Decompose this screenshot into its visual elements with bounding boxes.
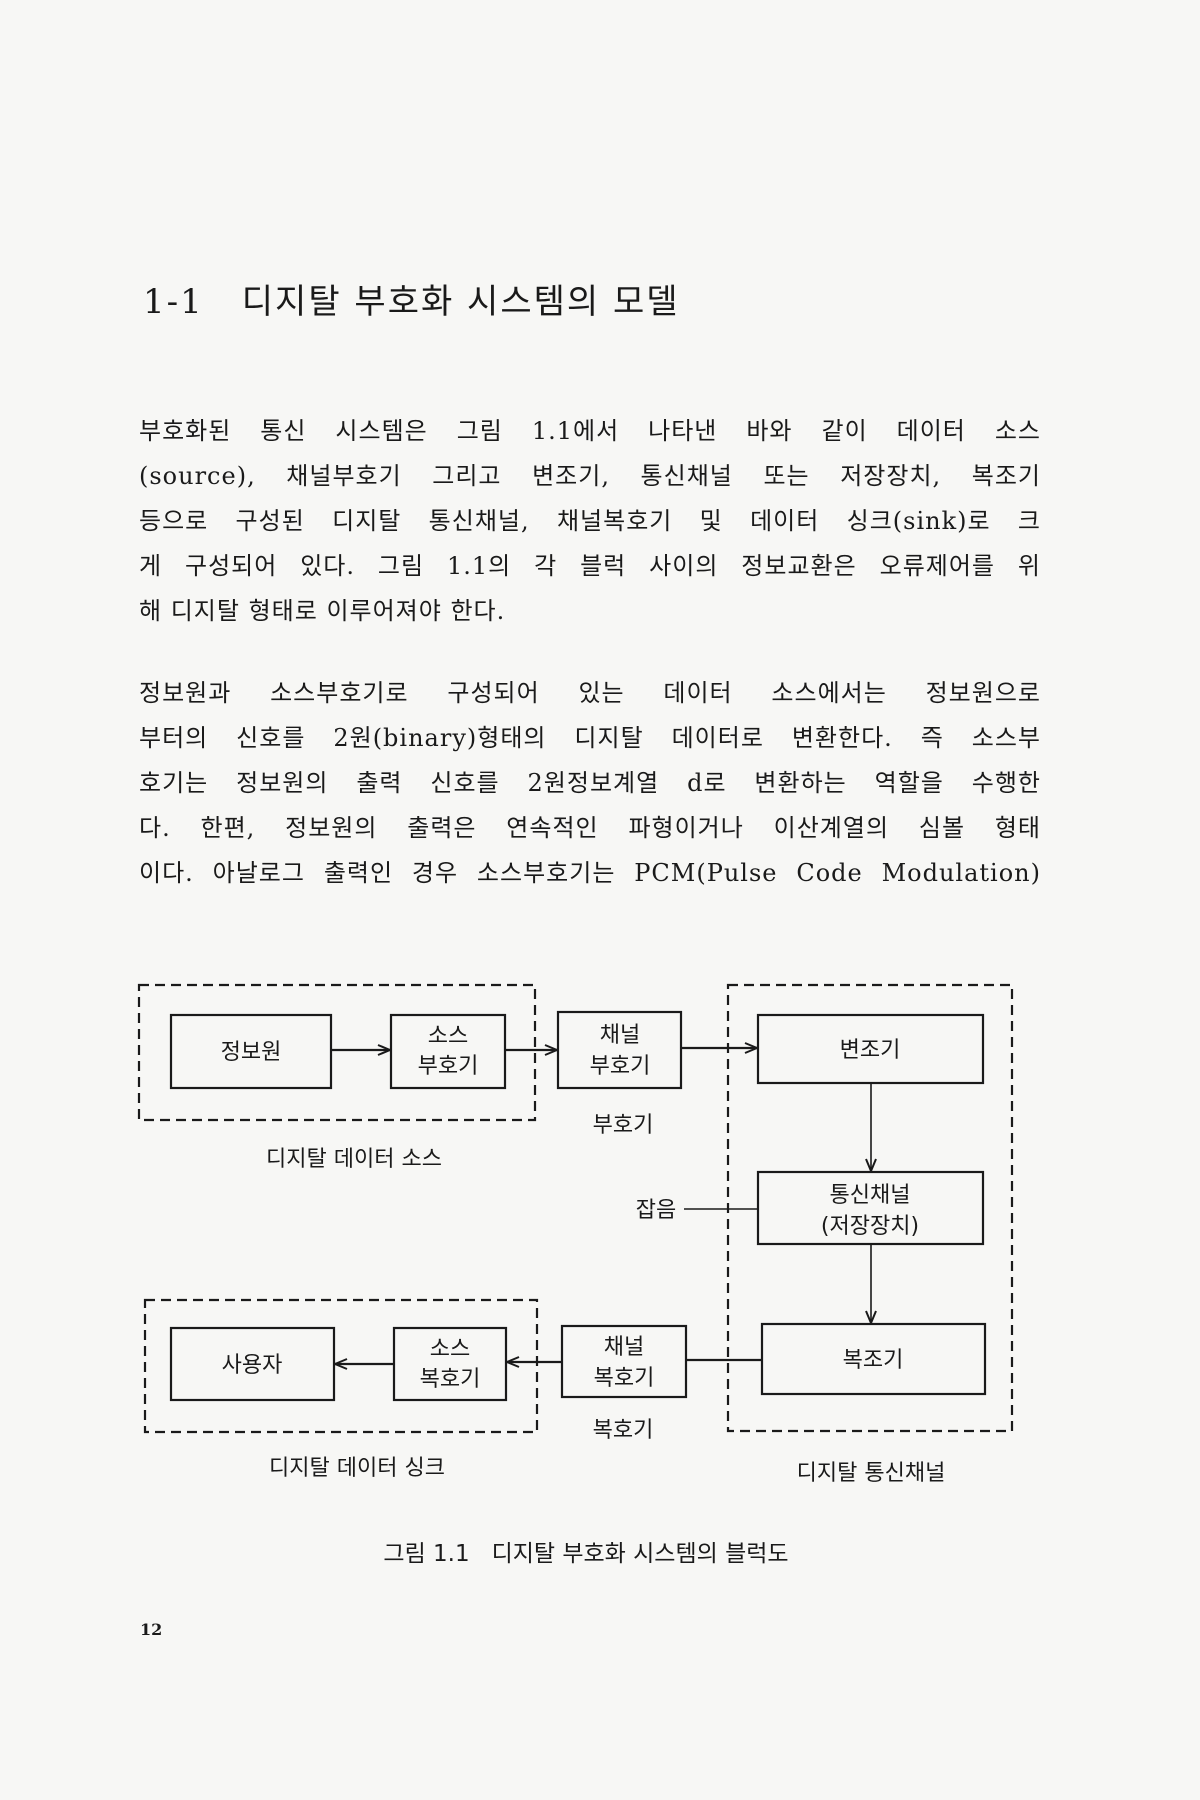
paragraph-2: 정보원과 소스부호기로 구성되어 있는 데이터 소스에서는 정보원으로 부터의 … <box>139 671 1041 896</box>
figure-caption: 그림 1.1 디지탈 부호화 시스템의 블럭도 <box>383 1541 788 1567</box>
digital-channel-caption: 디지탈 통신채널 <box>797 1461 946 1486</box>
source-encoder-label-1: 소스 <box>428 1024 468 1049</box>
data-sink-caption: 디지탈 데이터 싱크 <box>269 1456 445 1481</box>
text-line: 게 구성되어 있다. 그림 1.1의 각 블럭 사이의 정보교환은 오류제어를 … <box>139 552 1041 580</box>
source-decoder-label-2: 복호기 <box>420 1367 481 1392</box>
text-line: 해 디지탈 형태로 이루어져야 한다. <box>139 597 506 625</box>
encoder-caption: 부호기 <box>593 1113 654 1138</box>
source-encoder-block <box>389 1013 507 1090</box>
digital-channel-group <box>726 983 1014 1433</box>
page-number: 12 <box>140 1620 163 1639</box>
decoder-caption: 복호기 <box>593 1418 654 1443</box>
info-source-block <box>169 1013 333 1090</box>
section-title: 디지탈 부호화 시스템의 모델 <box>241 282 680 322</box>
text-line: (source), 채널부호기 그리고 변조기, 통신채널 또는 저장장치, 복… <box>139 462 1041 490</box>
text-line: 이다. 아날로그 출력인 경우 소스부호기는 PCM(Pulse Code Mo… <box>139 859 1041 887</box>
noise-label: 잡음 <box>636 1198 676 1223</box>
paragraph-1: 부호화된 통신 시스템은 그림 1.1에서 나타낸 바와 같이 데이터 소스 (… <box>139 409 1041 634</box>
channel-decoder-label-1: 채널 <box>604 1335 644 1360</box>
source-encoder-label-2: 부호기 <box>418 1054 479 1079</box>
demodulator-label: 복조기 <box>843 1348 904 1373</box>
user-label: 사용자 <box>222 1353 283 1378</box>
section-heading: 1-1 디지탈 부호화 시스템의 모델 <box>143 274 680 323</box>
channel-label-1: 통신채널 <box>830 1183 911 1208</box>
channel-encoder-label-2: 부호기 <box>590 1054 651 1079</box>
channel-decoder-label-2: 복호기 <box>594 1366 655 1391</box>
data-source-caption: 디지탈 데이터 소스 <box>266 1147 442 1172</box>
data-sink-group <box>143 1298 539 1434</box>
text-line: 다. 한편, 정보원의 출력은 연속적인 파형이거나 이산계열의 심볼 형태 <box>139 814 1041 842</box>
text-line: 호기는 정보원의 출력 신호를 2원정보계열 d로 변환하는 역할을 수행한 <box>139 769 1041 797</box>
channel-encoder-label-1: 채널 <box>600 1023 640 1048</box>
text-line: 정보원과 소스부호기로 구성되어 있는 데이터 소스에서는 정보원으로 <box>139 679 1041 707</box>
section-number: 1-1 <box>143 282 204 322</box>
source-decoder-label-1: 소스 <box>430 1337 470 1362</box>
channel-label-2: (저장장치) <box>821 1214 919 1239</box>
text-line: 부호화된 통신 시스템은 그림 1.1에서 나타낸 바와 같이 데이터 소스 <box>139 417 1041 445</box>
info-source-label: 정보원 <box>221 1040 282 1065</box>
data-source-group <box>137 983 537 1122</box>
channel-encoder-block <box>556 1010 683 1090</box>
text-line: 부터의 신호를 2원(binary)형태의 디지탈 데이터로 변환한다. 즉 소… <box>139 724 1041 752</box>
text-line: 등으로 구성된 디지탈 통신채널, 채널복호기 및 데이터 싱크(sink)로 … <box>139 507 1041 535</box>
modulator-label: 변조기 <box>840 1038 901 1063</box>
